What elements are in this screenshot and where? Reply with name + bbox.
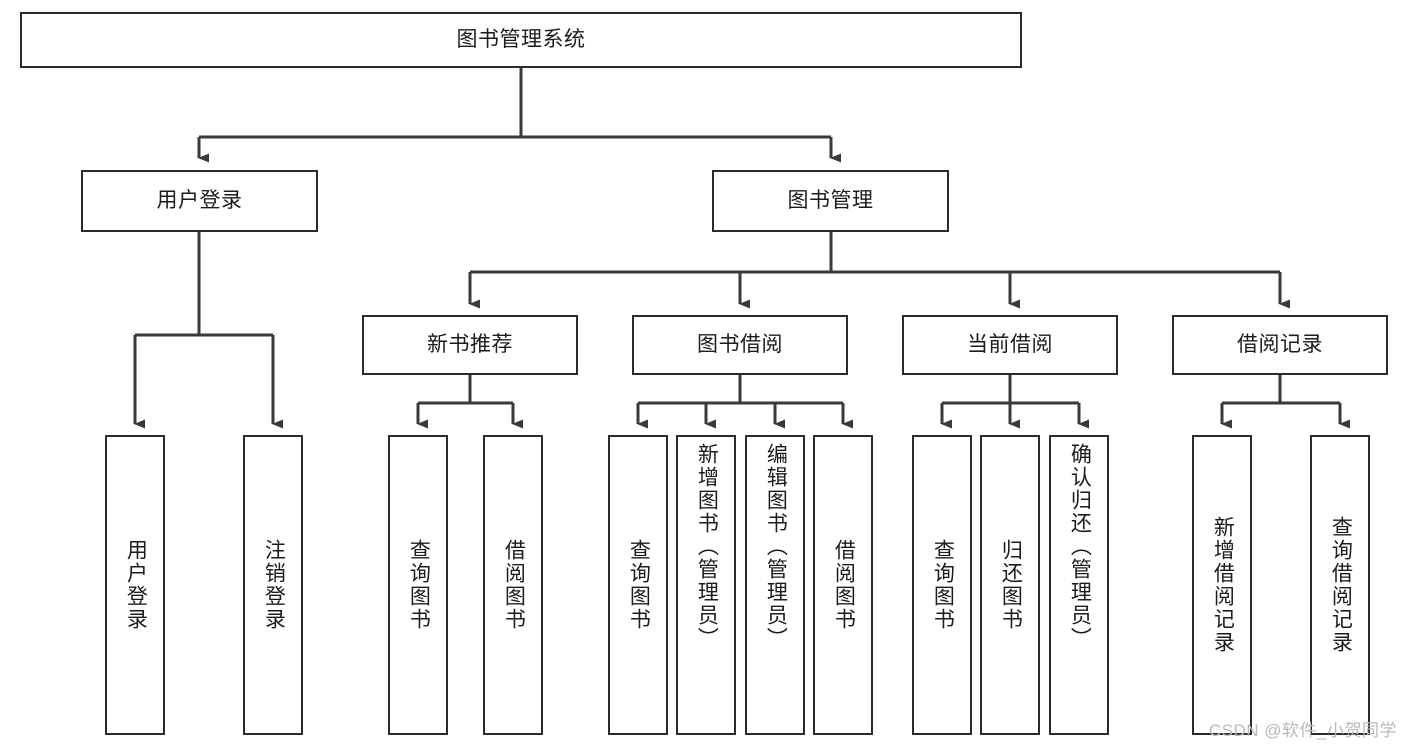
leaf-label-book-borrow-edit-book: 编辑图书（管理员） (764, 443, 788, 650)
leaf-current-borrow-confirm-return[interactable]: 确认归还（管理员） (1049, 435, 1109, 735)
leaf-book-borrow-add-book[interactable]: 新增图书（管理员） (676, 435, 736, 735)
leaf-label-current-borrow-return-book: 归还图书 (999, 539, 1023, 631)
node-current-borrow[interactable]: 当前借阅 (902, 315, 1118, 375)
node-label-book-management: 图书管理 (787, 189, 874, 213)
leaf-current-borrow-return-book[interactable]: 归还图书 (980, 435, 1040, 735)
leaf-book-borrow-query-book[interactable]: 查询图书 (608, 435, 668, 735)
node-label-book-borrow: 图书借阅 (697, 333, 783, 357)
leaf-current-borrow-query-book[interactable]: 查询图书 (912, 435, 972, 735)
leaf-user-login-logout[interactable]: 注销登录 (243, 435, 303, 735)
leaf-label-new-book-query-book: 查询图书 (407, 539, 431, 631)
node-label-user-login: 用户登录 (156, 189, 243, 213)
leaf-new-book-borrow-book[interactable]: 借阅图书 (483, 435, 543, 735)
node-label-root: 图书管理系统 (456, 28, 586, 52)
node-label-new-book-recommend: 新书推荐 (427, 333, 513, 357)
leaf-label-book-borrow-borrow-book: 借阅图书 (832, 539, 856, 631)
leaf-label-current-borrow-query-book: 查询图书 (931, 539, 955, 631)
leaf-borrow-record-query-record[interactable]: 查询借阅记录 (1310, 435, 1370, 735)
leaf-new-book-query-book[interactable]: 查询图书 (388, 435, 448, 735)
leaf-book-borrow-edit-book[interactable]: 编辑图书（管理员） (745, 435, 805, 735)
node-borrow-record[interactable]: 借阅记录 (1172, 315, 1388, 375)
leaf-borrow-record-add-record[interactable]: 新增借阅记录 (1192, 435, 1252, 735)
node-book-borrow[interactable]: 图书借阅 (632, 315, 848, 375)
leaf-label-new-book-borrow-book: 借阅图书 (502, 539, 526, 631)
leaf-book-borrow-borrow-book[interactable]: 借阅图书 (813, 435, 873, 735)
leaf-label-book-borrow-add-book: 新增图书（管理员） (695, 443, 719, 650)
leaf-label-borrow-record-add-record: 新增借阅记录 (1211, 516, 1235, 654)
node-new-book-recommend[interactable]: 新书推荐 (362, 315, 578, 375)
node-root-book-management-system[interactable]: 图书管理系统 (20, 12, 1022, 68)
leaf-label-current-borrow-confirm-return: 确认归还（管理员） (1068, 443, 1092, 650)
leaf-label-borrow-record-query-record: 查询借阅记录 (1329, 516, 1353, 654)
node-book-management[interactable]: 图书管理 (712, 170, 949, 232)
leaf-label-user-login-logout: 注销登录 (262, 539, 286, 631)
leaf-user-login-login[interactable]: 用户登录 (105, 435, 165, 735)
node-user-login[interactable]: 用户登录 (81, 170, 318, 232)
leaf-label-user-login-login: 用户登录 (124, 539, 148, 631)
leaf-label-book-borrow-query-book: 查询图书 (627, 539, 651, 631)
node-label-current-borrow: 当前借阅 (967, 333, 1053, 357)
node-label-borrow-record: 借阅记录 (1237, 333, 1323, 357)
